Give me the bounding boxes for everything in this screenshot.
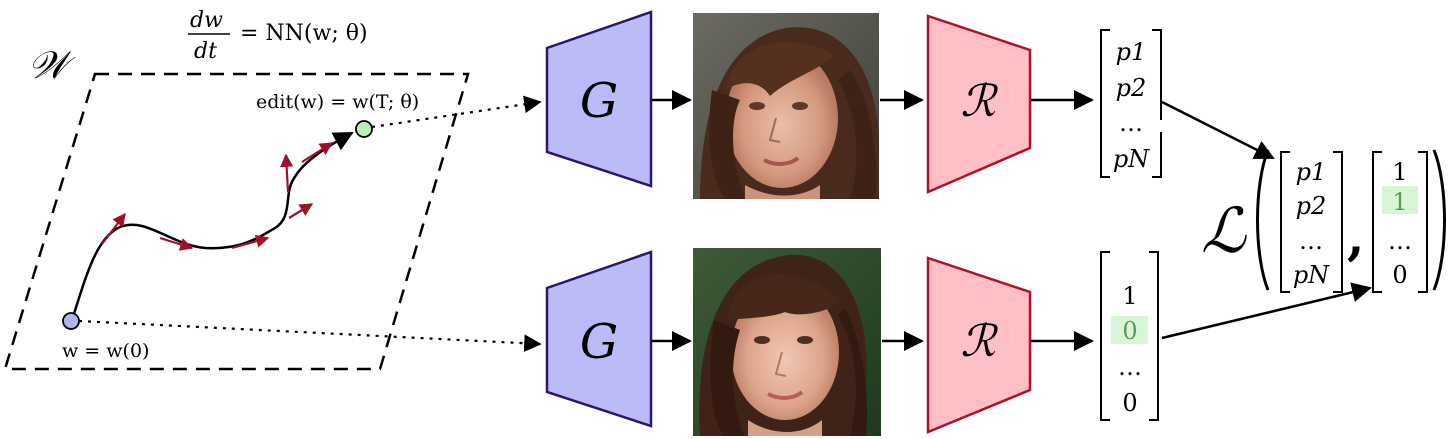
regressor-top-symbol: ℛ (960, 76, 998, 127)
tangent-arrow-5 (280, 153, 294, 193)
loss-target-entry-2: 1 (1392, 188, 1407, 216)
dotted-connector-top (371, 95, 542, 129)
regressor-bottom (926, 256, 1032, 434)
loss-target-entry-1: 1 (1392, 158, 1407, 186)
tangent-arrow-2 (159, 236, 194, 251)
target-vector-bottom: 1 0 … 0 (1100, 251, 1159, 421)
loss-pred-entry-1: p1 (1296, 158, 1327, 186)
pred-top-entry-2: p2 (1116, 74, 1147, 102)
ode-equation: dw dt = NN(w; θ) (188, 8, 368, 64)
tangent-arrow-4 (288, 203, 314, 219)
loss-pred-entry-3: … (1299, 227, 1323, 255)
edit-label: edit(w) = w(T; θ) (256, 91, 419, 113)
generator-top (545, 10, 653, 188)
regressor-top (926, 14, 1032, 194)
loss-pred-entry-4: pN (1293, 261, 1330, 289)
prediction-vector-top: p1 p2 … pN (1100, 29, 1163, 178)
tangent-arrow-6 (301, 142, 334, 163)
ode-trajectory (70, 131, 354, 321)
target-bottom-entry-2: 0 (1122, 317, 1137, 345)
pred-top-entry-3: … (1119, 109, 1143, 137)
loss-target-highlight (1382, 186, 1418, 214)
arrow-pred-to-loss (1161, 100, 1275, 160)
pred-top-entry-1: p1 (1116, 38, 1147, 66)
regressor-bottom-symbol: ℛ (960, 316, 998, 367)
target-bottom-entry-4: 0 (1122, 389, 1137, 417)
pipeline-top: G ℛ p1 p2 … pN (545, 10, 1163, 199)
loss-pred-entry-2: p2 (1296, 192, 1327, 220)
loss-symbol: ℒ (1201, 194, 1247, 267)
loss-expression: ℒ p1 p2 … pN , 1 1 … 0 (1201, 149, 1446, 293)
target-bottom-entry-1: 1 (1122, 282, 1137, 310)
pred-top-entry-4: pN (1113, 145, 1150, 173)
generator-bottom-symbol: G (580, 314, 618, 370)
loss-target-vector: 1 1 … 0 (1372, 151, 1428, 293)
target-bottom-highlight (1111, 316, 1148, 344)
target-bottom-entry-3: … (1118, 353, 1142, 381)
generated-face-top (693, 13, 880, 199)
generator-top-symbol: G (580, 73, 618, 129)
ode-denominator: dt (194, 39, 217, 64)
end-point (355, 120, 373, 138)
pipeline-bottom: G ℛ 1 0 … 0 (545, 248, 1159, 436)
ode-rhs: = NN(w; θ) (240, 21, 368, 46)
generator-bottom (545, 250, 653, 428)
loss-close-paren (1432, 149, 1446, 291)
start-point (62, 312, 80, 330)
tangent-arrows (101, 142, 334, 251)
latent-space-symbol: 𝒲 (28, 43, 76, 87)
ode-numerator: dw (190, 8, 223, 33)
arrow-target-to-loss (1161, 282, 1372, 340)
generated-face-bottom (693, 248, 881, 436)
loss-target-entry-3: … (1388, 227, 1412, 255)
loss-target-entry-4: 0 (1392, 261, 1407, 289)
latent-space-plane (3, 72, 470, 371)
loss-open-paren (1256, 149, 1270, 291)
tangent-arrow-1 (101, 212, 126, 245)
start-label: w = w(0) (62, 340, 149, 362)
loss-pred-vector: p1 p2 … pN (1280, 151, 1343, 293)
tangent-arrow-3 (231, 234, 270, 250)
latent-space: 𝒲 dw dt = NN(w; θ) edit(w) = w(T; θ) w =… (3, 8, 470, 371)
loss-comma: , (1347, 207, 1364, 266)
